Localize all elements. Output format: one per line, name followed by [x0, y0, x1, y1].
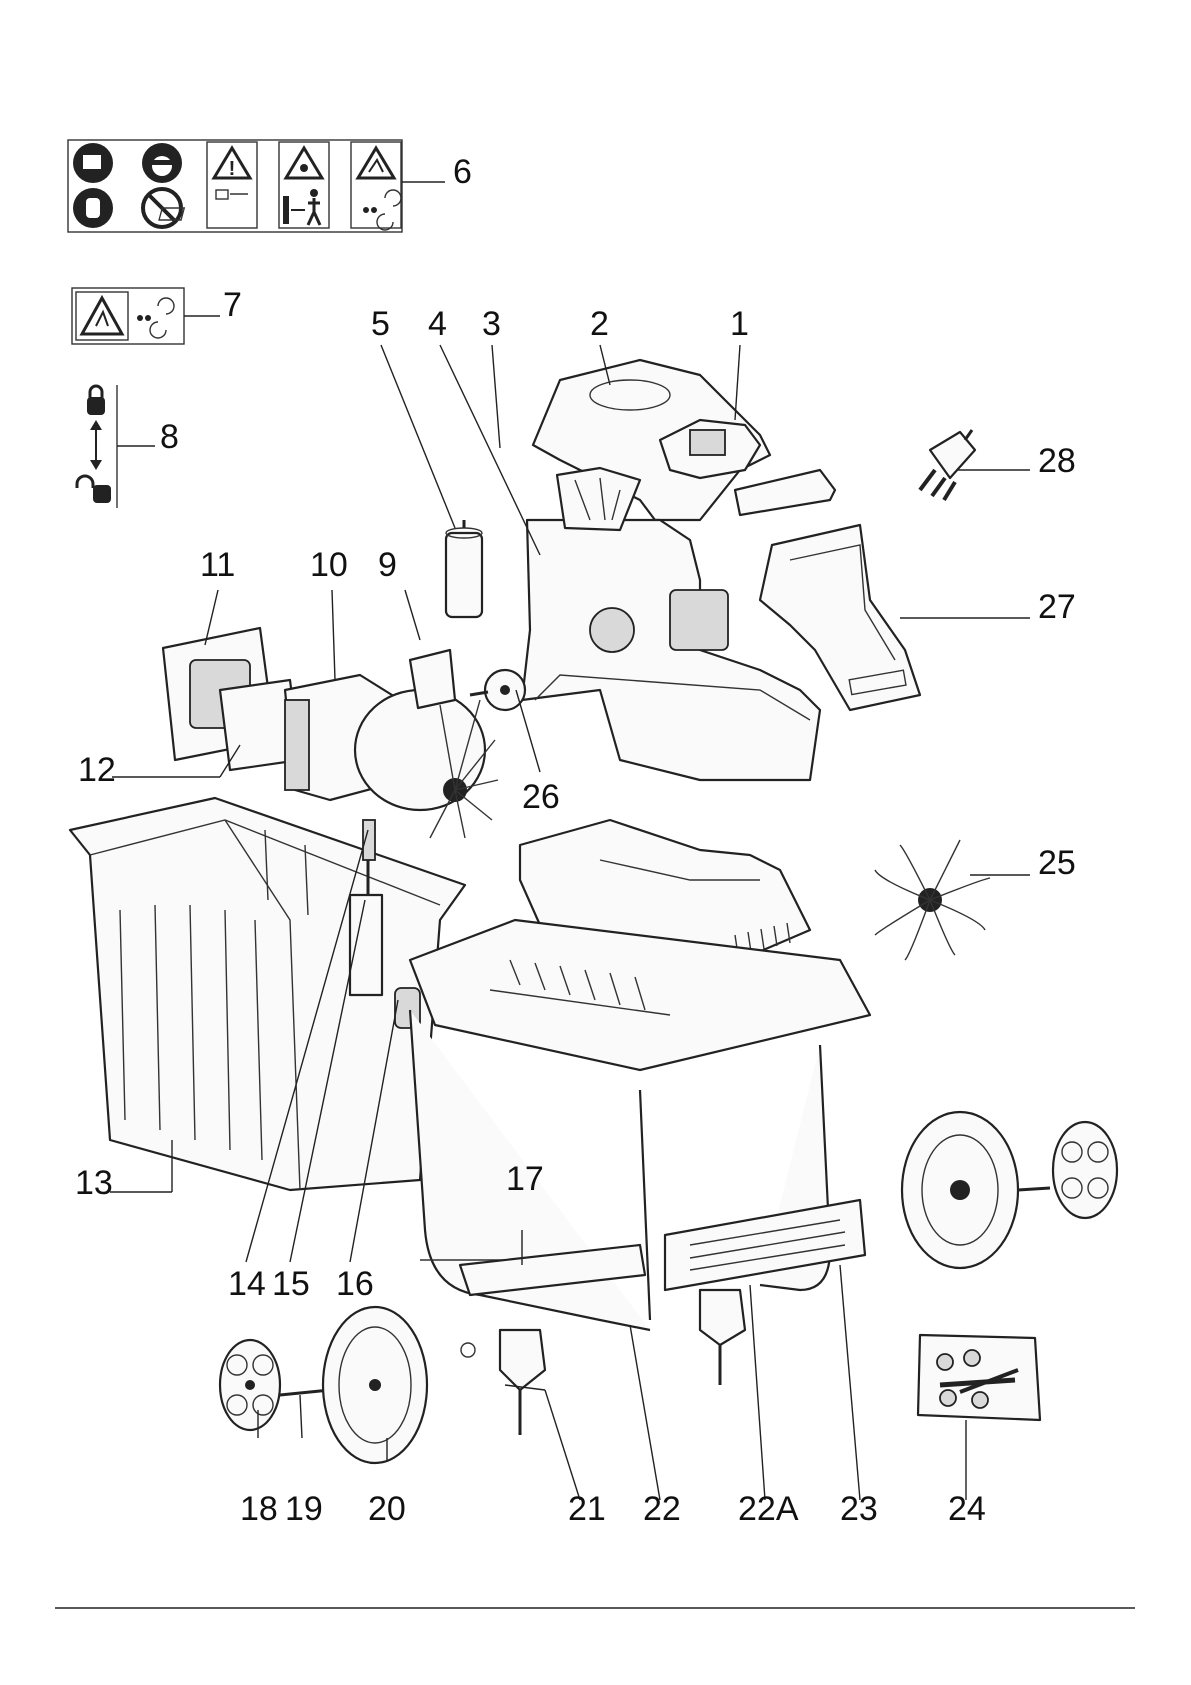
- wheel-left: [220, 1307, 427, 1463]
- part-label-28: 28: [1038, 442, 1076, 480]
- part-label-23: 23: [840, 1490, 878, 1528]
- read-manual-icon: [73, 143, 113, 183]
- part-label-12: 12: [78, 751, 116, 789]
- part-label-4: 4: [428, 305, 447, 343]
- part-label-19: 19: [285, 1490, 323, 1528]
- part-label-3: 3: [482, 305, 501, 343]
- part-label-7: 7: [223, 286, 242, 324]
- wheel-right: [902, 1112, 1117, 1268]
- svg-text:!: !: [229, 158, 236, 180]
- part-label-9: 9: [378, 546, 397, 584]
- part-label-27: 27: [1038, 588, 1076, 626]
- chassis-deck: [410, 920, 870, 1070]
- part-label-24: 24: [948, 1490, 986, 1528]
- safety-label-panel: !: [68, 140, 402, 232]
- part-label-1: 1: [730, 305, 749, 343]
- plug: [920, 430, 975, 500]
- cutter-blade: [875, 840, 990, 960]
- part-label-21: 21: [568, 1490, 606, 1528]
- part-label-6: 6: [453, 153, 472, 191]
- part-label-17: 17: [506, 1160, 544, 1198]
- part-label-20: 20: [368, 1490, 406, 1528]
- keep-distance-icon: [279, 142, 329, 228]
- face-protection-icon: [142, 143, 182, 183]
- lock-label: [77, 385, 117, 508]
- hardware-bag: [918, 1335, 1040, 1420]
- rotating-blades-icon: [351, 142, 401, 230]
- part-label-26: 26: [522, 778, 560, 816]
- part-label-2: 2: [590, 305, 609, 343]
- part-label-22: 22: [643, 1490, 681, 1528]
- part-label-16: 16: [336, 1265, 374, 1303]
- brush-holder: [410, 650, 455, 708]
- part-label-11: 11: [200, 546, 235, 584]
- part-label-14: 14: [228, 1265, 266, 1303]
- part-label-22a: 22A: [738, 1490, 799, 1528]
- part-label-18: 18: [240, 1490, 278, 1528]
- part-label-8: 8: [160, 418, 179, 456]
- part-label-5: 5: [371, 305, 390, 343]
- blade-warning-label: [72, 288, 184, 344]
- unlocked-icon: [77, 476, 111, 503]
- double-arrow-icon: [90, 420, 102, 470]
- gloves-icon: [73, 188, 113, 228]
- rotating-blades-icon: [137, 298, 174, 338]
- part-label-15: 15: [272, 1265, 310, 1303]
- part-label-25: 25: [1038, 844, 1076, 882]
- part-label-13: 13: [75, 1164, 113, 1202]
- capacitor: [446, 520, 482, 617]
- part-label-10: 10: [310, 546, 348, 584]
- locked-icon: [87, 386, 105, 415]
